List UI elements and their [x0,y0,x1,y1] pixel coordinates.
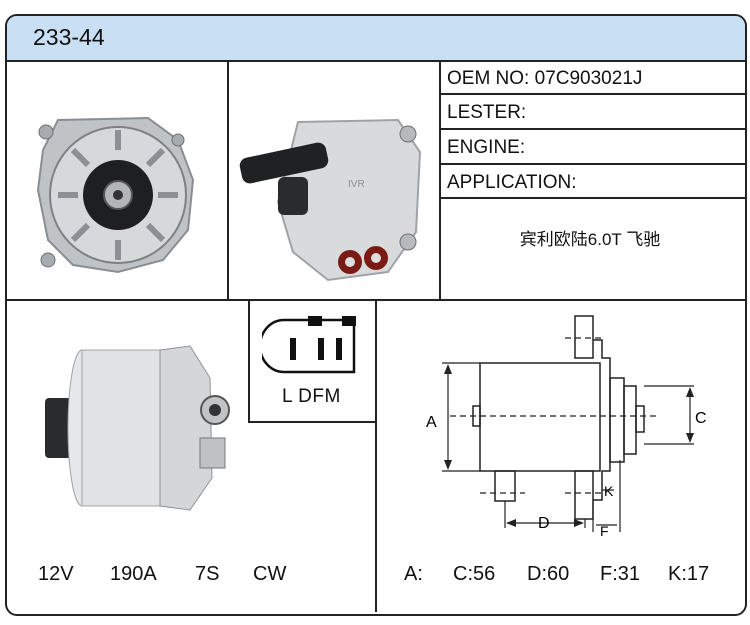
divider [375,299,377,612]
dim-letter-f: F [600,523,609,539]
oem-field: OEM NO: 07C903021J [447,68,642,90]
dim-a: A: [404,563,423,585]
divider [439,128,745,130]
lester-label: LESTER: [447,102,527,123]
connector-label: L DFM [282,386,341,407]
divider [439,60,441,300]
alternator-side-photo [45,345,230,511]
divider [248,421,377,423]
dim-letter-d: D [538,515,550,532]
divider [439,93,745,95]
dim-d: D:60 [527,563,570,585]
dim-letter-k: K [604,483,614,499]
alternator-front-photo [36,116,195,274]
amperage: 190A [110,563,157,585]
dim-letter-c: C [695,410,707,427]
part-number: 233-44 [33,24,105,50]
divider [439,197,745,199]
divider [227,60,229,300]
divider [439,163,745,165]
application-value: 宾利欧陆6.0T 飞驰 [519,230,661,249]
dim-k: K:17 [668,563,710,585]
rotation: CW [253,563,287,585]
dim-letter-a: A [426,414,437,431]
engine-label: ENGINE: [447,137,526,158]
application-label: APPLICATION: [447,172,577,193]
lester-field: LESTER: [447,102,526,124]
connector-diagram [262,316,356,374]
dim-f: F:31 [600,563,641,585]
oem-label: OEM NO: [447,68,530,89]
oem-value: 07C903021J [534,68,643,89]
divider [248,299,250,423]
engine-field: ENGINE: [447,137,525,159]
voltage: 12V [38,563,74,585]
dim-c: C:56 [453,563,496,585]
dimension-drawing: A C D F K [426,315,707,539]
header-bar: 233-44 [7,16,745,62]
alternator-rear-photo: IVR [239,118,422,282]
application-field: APPLICATION: [447,172,577,194]
groove: 7S [195,563,220,585]
svg-text:IVR: IVR [348,179,365,190]
